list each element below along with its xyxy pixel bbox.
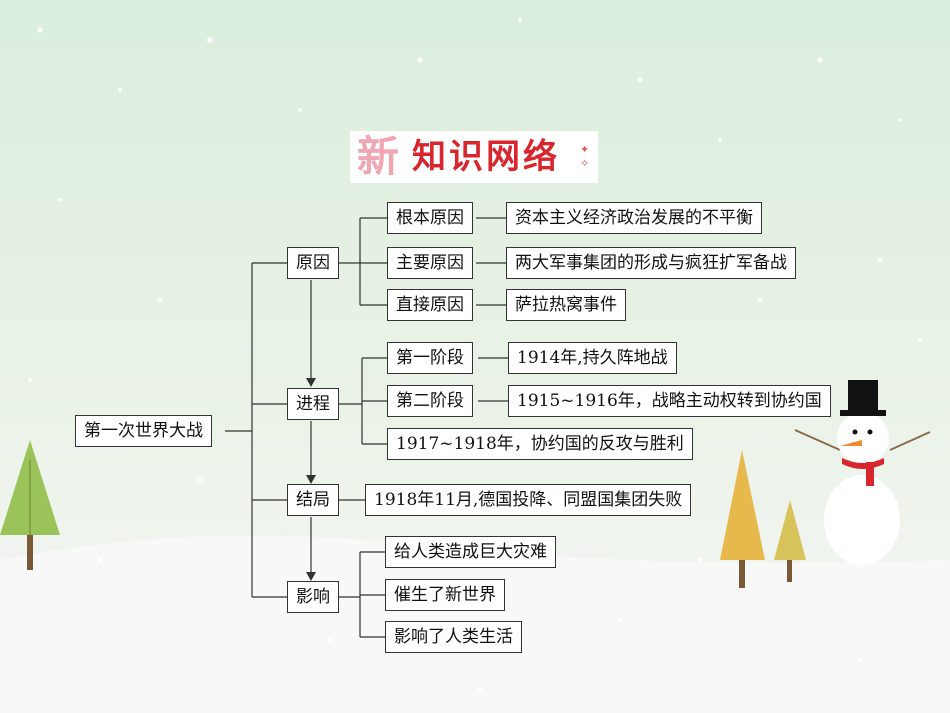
page-title: 知识网络 xyxy=(412,137,560,177)
impact-item: 催生了新世界 xyxy=(385,579,505,611)
title-banner: 新 知识网络 ✦✧ xyxy=(350,131,598,183)
branch-process: 进程 xyxy=(287,388,339,420)
process-label: 第二阶段 xyxy=(387,385,473,417)
tree-right-icon xyxy=(720,450,806,588)
cause-label: 直接原因 xyxy=(387,289,473,321)
branch-result: 结局 xyxy=(287,484,339,516)
root-node: 第一次世界大战 xyxy=(75,415,212,447)
cause-detail: 萨拉热窝事件 xyxy=(506,289,626,321)
process-detail: 1914年,持久阵地战 xyxy=(508,342,677,374)
arrow-heads xyxy=(306,378,316,581)
result-detail: 1918年11月,德国投降、同盟国集团失败 xyxy=(365,484,692,516)
branch-cause: 原因 xyxy=(287,247,339,279)
process-detail: 1917~1918年，协约国的反攻与胜利 xyxy=(387,428,693,460)
connector-lines xyxy=(225,217,508,638)
process-detail: 1915~1916年，战略主动权转到协约国 xyxy=(508,385,831,417)
branch-impact: 影响 xyxy=(287,581,339,613)
tree-left-icon xyxy=(0,440,60,570)
process-label: 第一阶段 xyxy=(387,342,473,374)
decoration-icon: ✦✧ xyxy=(580,143,590,170)
impact-item: 影响了人类生活 xyxy=(385,621,522,653)
cause-detail: 两大军事集团的形成与疯狂扩军备战 xyxy=(506,247,796,279)
cause-label: 根本原因 xyxy=(387,202,473,234)
snowman-icon xyxy=(794,380,931,565)
impact-item: 给人类造成巨大灾难 xyxy=(385,536,556,568)
cause-label: 主要原因 xyxy=(387,247,473,279)
cause-detail: 资本主义经济政治发展的不平衡 xyxy=(506,202,762,234)
new-badge-icon: 新 xyxy=(356,132,399,181)
